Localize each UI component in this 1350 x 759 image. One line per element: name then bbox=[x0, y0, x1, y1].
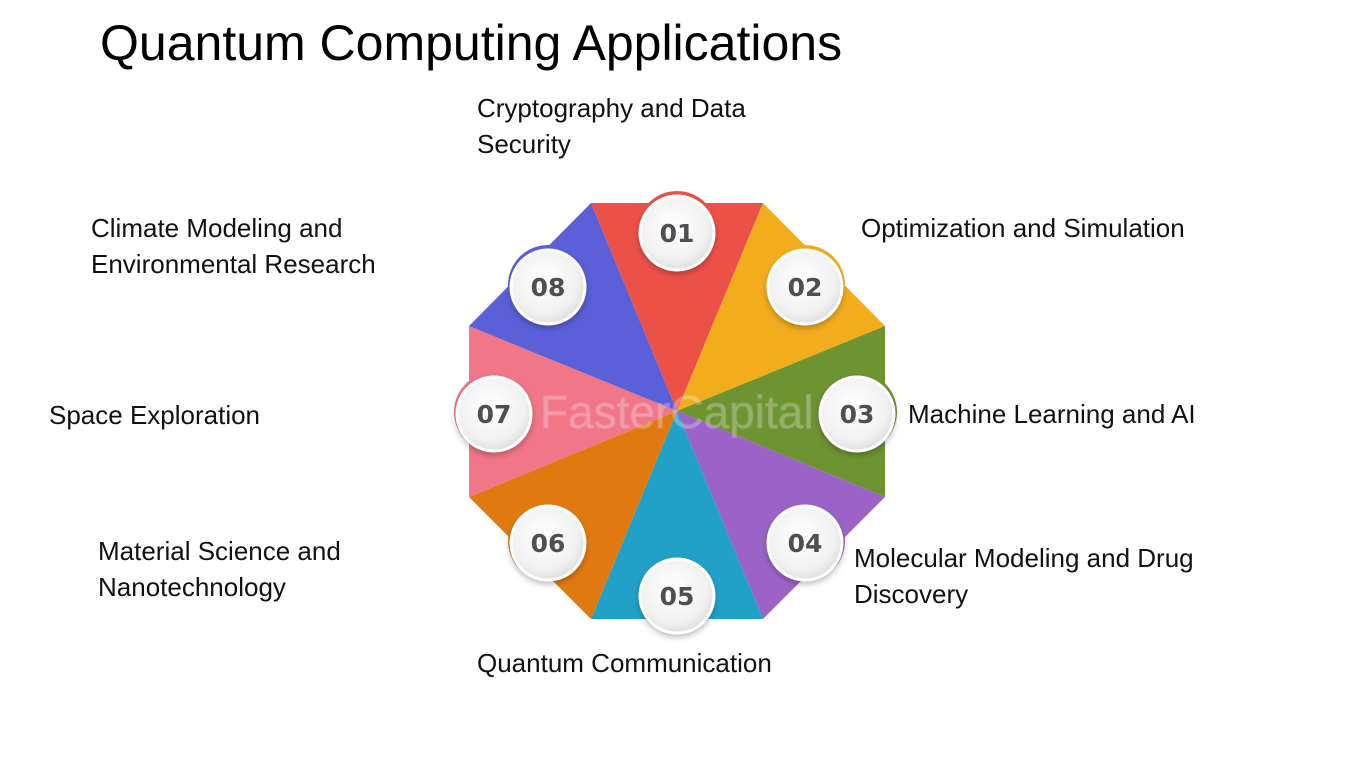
label-line: Discovery bbox=[854, 579, 969, 609]
wheel-number-badges: 01 02 03 04 05 06 07 08 bbox=[454, 191, 897, 635]
number-badge-08: 08 bbox=[508, 245, 588, 326]
badge-number: 02 bbox=[788, 273, 823, 302]
badge-circle bbox=[766, 504, 844, 582]
badge-number: 03 bbox=[840, 400, 875, 429]
wheel-sector-01 bbox=[591, 203, 763, 411]
label-cryptography: Cryptography and Data Security bbox=[477, 90, 746, 162]
label-climate-modeling: Climate Modeling and Environmental Resea… bbox=[91, 210, 376, 282]
label-material-science: Material Science and Nanotechnology bbox=[98, 533, 341, 605]
page-title: Quantum Computing Applications bbox=[100, 15, 843, 71]
badge-circle bbox=[638, 194, 716, 272]
label-line: Machine Learning and AI bbox=[908, 399, 1196, 429]
wheel-sector-05 bbox=[591, 411, 763, 619]
badge-number: 06 bbox=[531, 529, 566, 558]
number-badge-05: 05 bbox=[637, 554, 717, 635]
number-badge-03: 03 bbox=[817, 372, 897, 453]
number-badge-04: 04 bbox=[765, 501, 845, 582]
badge-number: 07 bbox=[477, 400, 512, 429]
label-line: Molecular Modeling and Drug bbox=[854, 543, 1194, 573]
label-machine-learning: Machine Learning and AI bbox=[908, 396, 1196, 432]
label-quantum-communication: Quantum Communication bbox=[477, 645, 772, 681]
badge-number: 08 bbox=[531, 273, 566, 302]
label-line: Space Exploration bbox=[49, 400, 261, 430]
label-space-exploration: Space Exploration bbox=[49, 397, 260, 433]
number-badge-06: 06 bbox=[508, 501, 588, 582]
wheel-sector-03 bbox=[677, 326, 885, 497]
label-line: Security bbox=[477, 129, 571, 159]
label-line: Environmental Research bbox=[91, 249, 376, 279]
badge-number: 04 bbox=[788, 529, 823, 558]
label-line: Quantum Communication bbox=[477, 648, 772, 678]
watermark-text: FasterCapital bbox=[540, 386, 815, 439]
badge-circle bbox=[766, 248, 844, 326]
badge-number: 05 bbox=[660, 582, 695, 611]
label-line: Optimization and Simulation bbox=[861, 213, 1185, 243]
label-molecular-modeling: Molecular Modeling and Drug Discovery bbox=[854, 540, 1194, 612]
badge-circle bbox=[455, 375, 533, 453]
badge-number: 01 bbox=[660, 219, 695, 248]
watermark-logo: FasterCapital bbox=[500, 383, 860, 443]
badge-circle bbox=[638, 557, 716, 635]
label-optimization: Optimization and Simulation bbox=[861, 210, 1185, 246]
badge-circle bbox=[818, 375, 896, 453]
badge-circle bbox=[509, 248, 587, 326]
label-line: Climate Modeling and bbox=[91, 213, 343, 243]
label-line: Cryptography and Data bbox=[477, 93, 746, 123]
wheel-sector-07 bbox=[469, 326, 677, 497]
badge-circle bbox=[509, 504, 587, 582]
label-line: Nanotechnology bbox=[98, 572, 286, 602]
label-line: Material Science and bbox=[98, 536, 341, 566]
number-badge-01: 01 bbox=[637, 191, 717, 272]
number-badge-07: 07 bbox=[454, 372, 534, 453]
number-badge-02: 02 bbox=[765, 245, 845, 326]
